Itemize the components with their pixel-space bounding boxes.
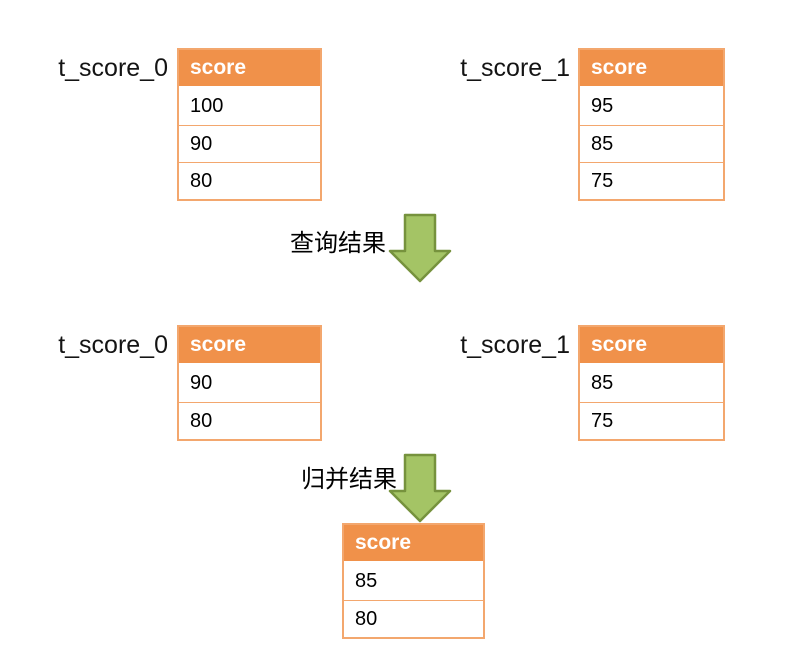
table-header: score [580, 50, 723, 88]
table-header: score [179, 327, 320, 365]
table-header: score [179, 50, 320, 88]
shard-label-t-score-1-top: t_score_1 [460, 54, 570, 82]
table-cell: 90 [179, 125, 320, 162]
merge-result-caption: 归并结果 [301, 466, 397, 493]
table-header: score [344, 525, 483, 563]
table-cell: 75 [580, 162, 723, 199]
table-cell: 90 [179, 365, 320, 402]
table-t-score-1-middle: score 85 75 [578, 325, 725, 441]
table-cell: 80 [179, 402, 320, 439]
table-cell: 100 [179, 88, 320, 125]
table-cell: 85 [580, 125, 723, 162]
table-t-score-0-middle: score 90 80 [177, 325, 322, 441]
table-cell: 80 [344, 600, 483, 637]
table-merged-result: score 85 80 [342, 523, 485, 639]
query-result-caption: 查询结果 [290, 230, 386, 257]
table-t-score-0-top: score 100 90 80 [177, 48, 322, 201]
table-cell: 80 [179, 162, 320, 199]
table-header: score [580, 327, 723, 365]
down-arrow-shape [388, 453, 452, 523]
table-cell: 85 [344, 563, 483, 600]
down-arrow-icon [388, 453, 452, 523]
shard-label-t-score-1-middle: t_score_1 [460, 331, 570, 359]
shard-label-t-score-0-top: t_score_0 [58, 54, 168, 82]
table-cell: 75 [580, 402, 723, 439]
shard-label-t-score-0-middle: t_score_0 [58, 331, 168, 359]
table-t-score-1-top: score 95 85 75 [578, 48, 725, 201]
down-arrow-shape [388, 213, 452, 283]
table-cell: 95 [580, 88, 723, 125]
table-cell: 85 [580, 365, 723, 402]
down-arrow-icon [388, 213, 452, 283]
